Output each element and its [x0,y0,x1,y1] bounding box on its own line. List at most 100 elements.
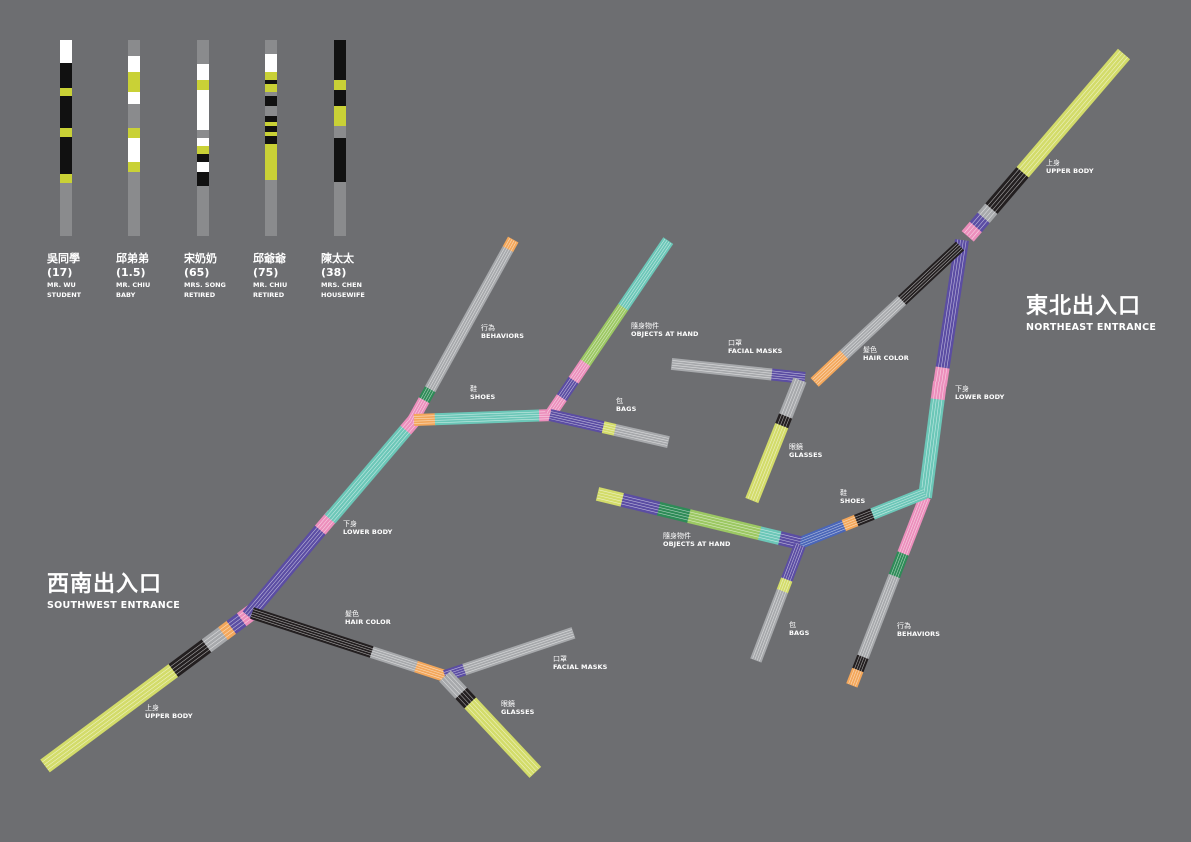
band-segment [613,424,670,448]
band-strand [935,239,959,385]
band-strand [812,243,958,380]
band-segment [580,303,629,367]
entrance-title-en: NORTHEAST ENTRANCE [1026,322,1157,333]
person-bar-segment [128,138,140,162]
person-name-en: MR. WU [47,281,76,289]
person-bar [60,40,72,236]
person-bar-segment [197,40,209,64]
person-role: BABY [116,291,136,300]
ne-upper-body-label: 上身 UPPER BODY [1046,159,1094,175]
band-strand [598,492,801,542]
label-zh: 隨身物件 [631,322,659,330]
person-age: (17) [47,266,73,279]
person-bar-segment [197,186,209,236]
band-strand [549,418,668,446]
person-bar-segment [265,116,277,122]
person-bar-segment [197,146,209,154]
band-segment [897,241,965,306]
person-bar-segment [60,137,72,174]
person-bar-segment [60,96,72,128]
person-bar-segment [265,80,277,84]
band-strand [754,544,800,660]
label-en: HAIR COLOR [863,353,909,362]
band-strand [250,616,444,680]
band-strand [549,415,668,444]
band-strand [326,415,414,517]
ne-shoes-label: 鞋 SHOES [840,489,865,505]
band-strand [938,239,961,385]
label-en: OBJECTS AT HAND [663,539,731,548]
sw-behaviors-label: 行為 BEHAVIORS [481,324,524,340]
person-bar-segment [334,106,346,126]
band-strand [799,491,925,543]
label-en: BAGS [789,628,810,637]
band-segment [656,501,691,523]
band-strand [800,493,926,545]
ne-lower-upper-band [933,238,969,387]
band-strand [964,50,1121,234]
label-zh: 行為 [481,324,495,332]
band-strand [552,242,672,418]
band-segment [595,487,624,507]
label-en: LOWER BODY [343,527,393,536]
ne-masks-label: 口罩 FACIAL MASKS [728,339,782,355]
person-chiu-baby: 邱弟弟 (1.5) MR. CHIU BABY [116,250,176,299]
band-strand [752,543,797,659]
band-segment [250,607,374,658]
band-strand [926,382,942,498]
person-bar-segment [334,90,346,106]
person-name-en: MR. CHIU [116,281,151,289]
label-zh: 髮色 [345,610,359,618]
person-role: HOUSEWIFE [321,291,365,300]
band-segment [781,542,806,583]
band-segment [168,639,212,677]
band-segment [841,514,859,532]
person-bar-segment [197,80,209,90]
band-strand [848,495,922,684]
person-bar-segment [197,138,209,146]
person-bar-segment [60,174,72,183]
ne-glasses-band [745,377,807,504]
band-segment [897,494,931,557]
person-name-en: MR. CHIU [253,281,288,289]
band-segment [434,409,540,426]
band-strand [332,420,420,522]
band-strand [414,241,517,424]
band-strand [443,676,535,774]
band-segment [462,627,576,676]
person-bar-segment [334,182,346,236]
band-strand [753,380,802,501]
band-segment [961,221,982,242]
band-strand [855,498,929,687]
band-segment [618,237,674,311]
ne-objects-label: 隨身物件 OBJECTS AT HAND [663,532,731,548]
person-role: RETIRED [253,291,285,300]
person-bar-segment [265,144,277,162]
band-segment [853,508,875,527]
label-zh: 鞋 [840,489,847,497]
band-segment [869,487,928,520]
person-bar-segment [128,40,140,56]
band-segment [414,660,448,682]
label-en: LOWER BODY [955,392,1005,401]
band-strand [413,411,553,417]
band-strand [548,240,668,415]
band-segment [620,492,661,516]
band-segment [226,612,247,634]
band-segment [418,385,436,404]
label-zh: 鞋 [470,385,477,393]
sw-bags-band [548,409,670,448]
ne-bags-label: 包 BAGS [789,621,810,637]
band-strand [414,415,554,422]
person-bar-segment [265,40,277,54]
entrance-title-zh: 東北出入口 [1026,294,1142,319]
band-segment [218,620,237,640]
band-segment [745,423,789,504]
band-segment [797,519,846,549]
ne-behaviors-label: 行為 BEHAVIORS [897,622,940,638]
band-segment [406,396,430,425]
band-segment [846,667,864,688]
ne-behaviors-band [846,494,931,688]
sw-shoes-label: 鞋 SHOES [470,385,495,401]
band-strand [815,246,962,384]
